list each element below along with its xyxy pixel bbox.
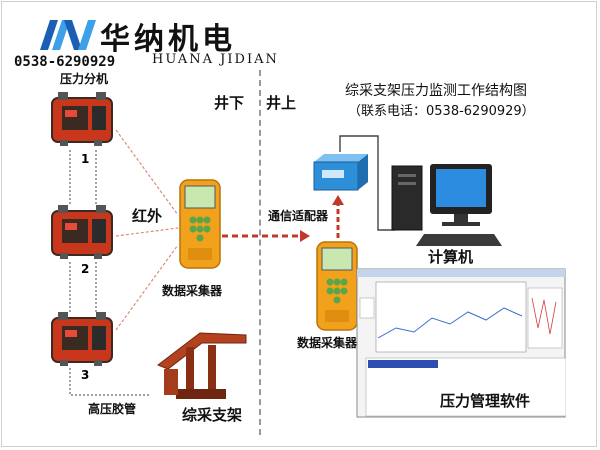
zone-divider (259, 70, 261, 435)
pressure-monitor-2-icon (51, 205, 113, 259)
zone-underground-label: 井下 (214, 94, 245, 112)
infrared-link-2 (115, 227, 179, 237)
company-pinyin: HUANA JIDIAN (152, 52, 279, 67)
upload-arrow-head (332, 195, 344, 205)
diagram-subtitle: （联系电话：0538-6290929） (348, 104, 535, 119)
pressure-monitor-1-icon (51, 92, 113, 146)
pressure-extension-label: 压力分机 (60, 72, 109, 86)
pressure-software-screenshot (356, 268, 566, 418)
hydraulic-support-icon (156, 332, 247, 399)
pressure-monitor-3-icon (51, 312, 113, 366)
company-phone: 0538-6290929 (14, 54, 116, 70)
diagram-title: 综采支架压力监测工作结构图 (345, 83, 527, 99)
communication-adapter-label: 通信适配器 (268, 209, 329, 223)
node-1-label: 1 (81, 152, 90, 166)
transfer-arrow-head (300, 230, 310, 242)
adapter-computer-cable (339, 135, 395, 231)
support-label: 综采支架 (182, 406, 243, 424)
hose-label: 高压胶管 (88, 402, 137, 416)
computer-icon (391, 164, 502, 246)
software-label: 压力管理软件 (440, 392, 531, 410)
data-collector-left-icon (179, 179, 221, 269)
computer-label: 计算机 (428, 248, 474, 266)
hose-line (69, 368, 150, 396)
infrared-link-1 (115, 129, 179, 216)
data-collector-right-label: 数据采集器 (297, 336, 358, 350)
communication-adapter-icon (313, 154, 368, 191)
infrared-link-3 (115, 244, 179, 331)
data-collector-left-label: 数据采集器 (162, 284, 223, 298)
company-name: 华纳机电 (100, 22, 236, 57)
infrared-label: 红外 (132, 207, 163, 225)
data-collector-right-icon (316, 241, 358, 331)
company-logo-icon (40, 20, 96, 50)
node-3-label: 3 (81, 368, 90, 382)
node-2-label: 2 (81, 262, 90, 276)
zone-surface-label: 井上 (266, 94, 297, 112)
